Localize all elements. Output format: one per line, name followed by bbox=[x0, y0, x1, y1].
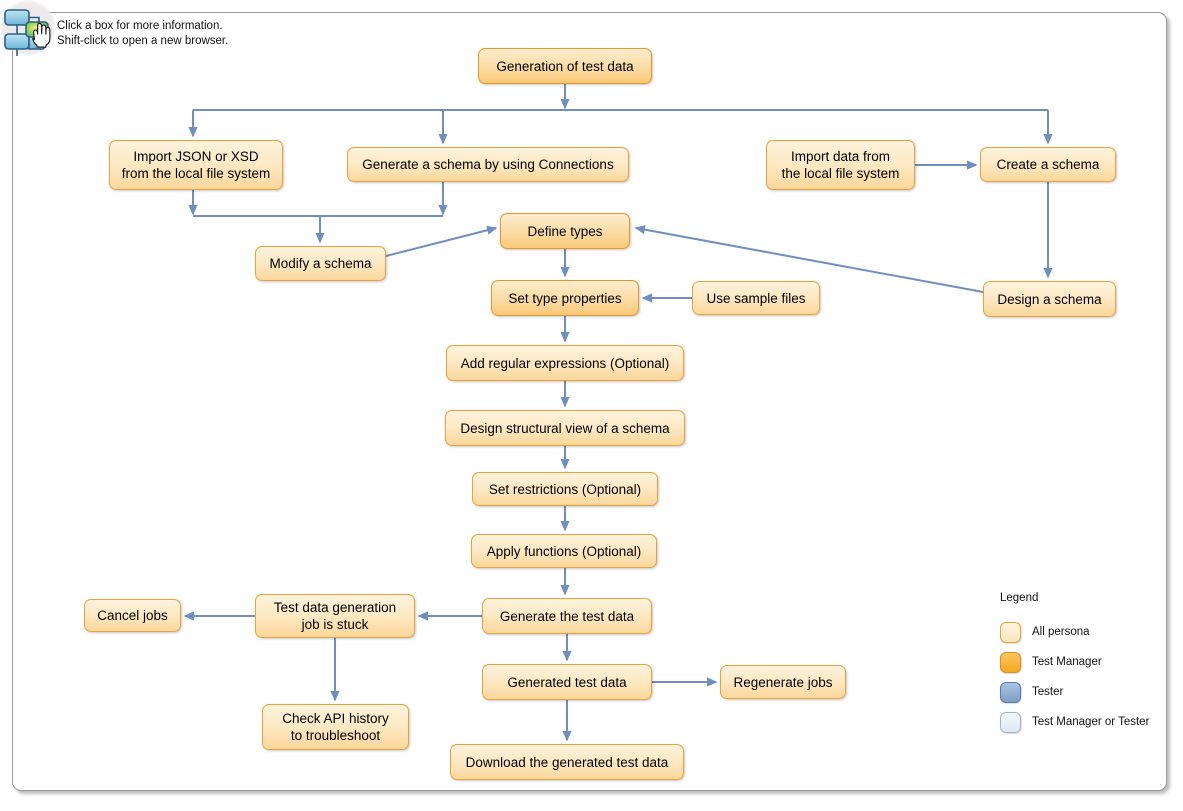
node-regenerate-jobs[interactable]: Regenerate jobs bbox=[720, 665, 846, 699]
legend-item: All persona bbox=[1000, 617, 1168, 647]
hint-text: Click a box for more information. Shift-… bbox=[57, 19, 228, 49]
node-generate-the-test-data[interactable]: Generate the test data bbox=[482, 598, 652, 634]
node-add-regular-expressions[interactable]: Add regular expressions (Optional) bbox=[446, 345, 684, 381]
legend-item-label: Tester bbox=[1032, 686, 1064, 698]
node-test-data-generation-job-stuck[interactable]: Test data generation job is stuck bbox=[255, 594, 415, 638]
legend-swatch-icon bbox=[1000, 681, 1021, 703]
node-generation-of-test-data[interactable]: Generation of test data bbox=[478, 48, 652, 84]
node-apply-functions[interactable]: Apply functions (Optional) bbox=[471, 534, 657, 568]
legend-item: Tester bbox=[1000, 677, 1168, 707]
node-cancel-jobs[interactable]: Cancel jobs bbox=[84, 599, 181, 632]
flowchart-cursor-icon bbox=[0, 0, 56, 58]
legend-swatch-icon bbox=[1000, 651, 1021, 673]
node-check-api-history[interactable]: Check API history to troubleshoot bbox=[262, 704, 409, 750]
legend-item-label: All persona bbox=[1032, 626, 1090, 638]
node-set-type-properties[interactable]: Set type properties bbox=[491, 280, 639, 316]
legend-swatch-icon bbox=[1000, 621, 1021, 643]
node-generated-test-data[interactable]: Generated test data bbox=[482, 664, 652, 700]
node-import-json-or-xsd[interactable]: Import JSON or XSD from the local file s… bbox=[109, 140, 283, 190]
node-import-data-from-local[interactable]: Import data from the local file system bbox=[766, 140, 915, 190]
node-download-generated-test-data[interactable]: Download the generated test data bbox=[450, 744, 684, 780]
node-set-restrictions[interactable]: Set restrictions (Optional) bbox=[472, 472, 658, 506]
hint-line-1: Click a box for more information. bbox=[57, 20, 223, 32]
legend-swatch-icon bbox=[1000, 711, 1021, 733]
node-design-a-schema[interactable]: Design a schema bbox=[983, 281, 1116, 317]
legend-item-label: Test Manager bbox=[1032, 656, 1102, 668]
node-design-structural-view[interactable]: Design structural view of a schema bbox=[445, 410, 685, 446]
legend-item: Test Manager bbox=[1000, 647, 1168, 677]
node-create-a-schema[interactable]: Create a schema bbox=[980, 147, 1116, 182]
hint-line-2: Shift-click to open a new browser. bbox=[57, 35, 229, 47]
legend-title: Legend bbox=[1000, 592, 1039, 604]
node-define-types[interactable]: Define types bbox=[500, 213, 630, 249]
node-generate-a-schema-connections[interactable]: Generate a schema by using Connections bbox=[347, 147, 629, 182]
legend-item-label: Test Manager or Tester bbox=[1032, 716, 1150, 728]
legend-item: Test Manager or Tester bbox=[1000, 707, 1168, 737]
node-modify-a-schema[interactable]: Modify a schema bbox=[255, 246, 386, 281]
node-use-sample-files[interactable]: Use sample files bbox=[692, 281, 820, 315]
